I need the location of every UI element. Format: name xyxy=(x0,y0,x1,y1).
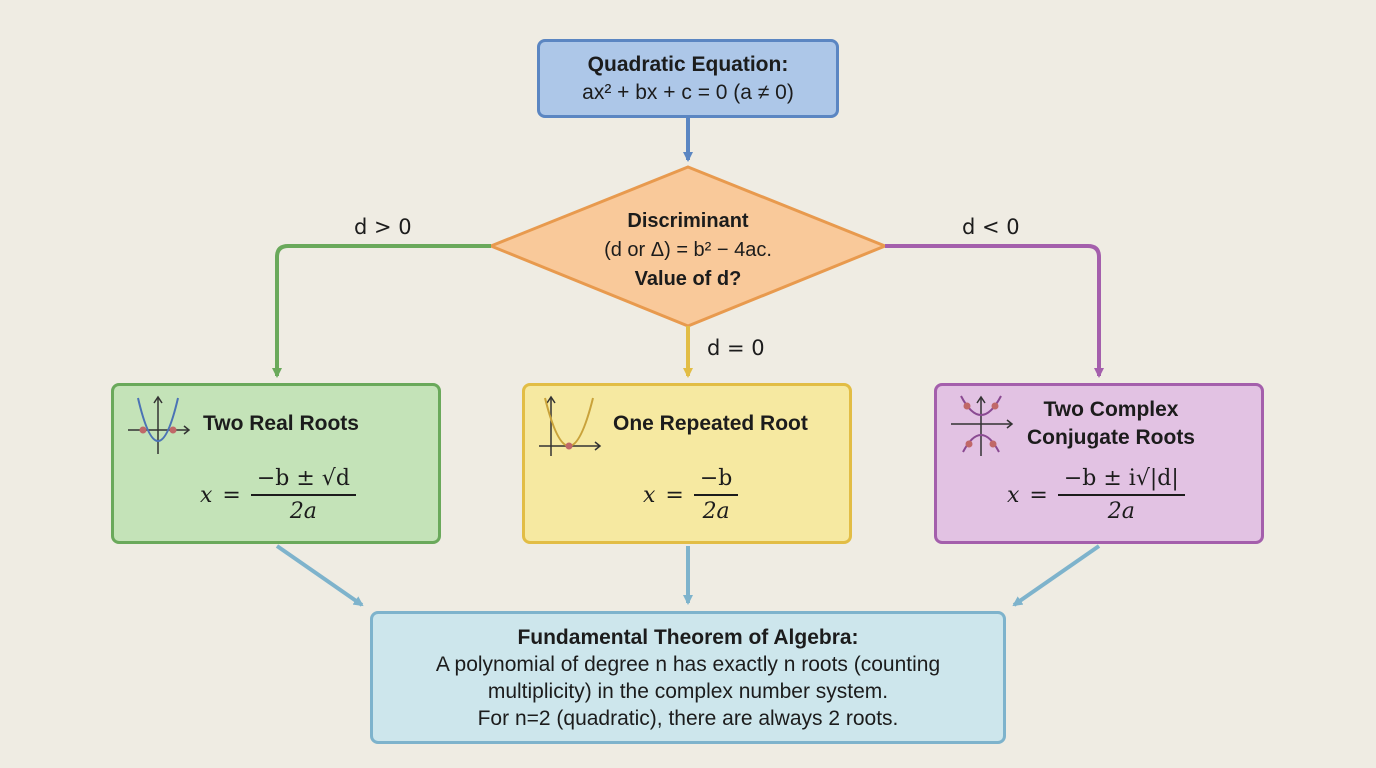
label-positive: d > 0 xyxy=(354,215,412,239)
case-repeated-title: One Repeated Root xyxy=(613,412,808,435)
formula-repeated: x = −b 2a xyxy=(643,466,739,524)
conclusion-title: Fundamental Theorem of Algebra: xyxy=(517,625,859,649)
case-two-real-roots: Two Real Roots x = −b ± √d 2a xyxy=(111,383,441,544)
decision-line-1: Discriminant xyxy=(627,209,749,232)
case-real-title: Two Real Roots xyxy=(203,412,359,435)
case-complex-title: Two Complex Conjugate Roots xyxy=(1001,396,1221,452)
label-zero: d = 0 xyxy=(707,336,765,360)
formula-real-numerator: −b ± √d xyxy=(256,466,350,491)
formula-repeated-numerator: −b xyxy=(699,466,733,491)
parabola-two-roots-icon xyxy=(128,395,191,454)
decision-line-2: (d or Δ) = b² − 4ac. xyxy=(604,238,772,261)
start-equation: ax² + bx + c = 0 (a ≠ 0) xyxy=(582,80,794,104)
formula-complex-equals: = xyxy=(1029,482,1048,508)
conclusion-line-1: A polynomial of degree n has exactly n r… xyxy=(435,652,941,676)
formula-complex-lhs: x xyxy=(1007,482,1020,508)
arrow-complex-to-conclusion xyxy=(1012,544,1101,607)
start-title: Quadratic Equation: xyxy=(587,52,789,76)
decision-line-3: Value of d? xyxy=(634,267,742,290)
formula-complex-fraction: −b ± i√|d| 2a xyxy=(1057,466,1185,524)
formula-real-fraction: −b ± √d 2a xyxy=(250,466,356,524)
arrow-real-to-conclusion xyxy=(275,544,364,607)
arrow-positive-branch xyxy=(272,244,491,378)
formula-complex: x = −b ± i√|d| 2a xyxy=(1007,466,1185,524)
formula-complex-denominator: 2a xyxy=(1107,499,1135,524)
conclusion-node: Fundamental Theorem of Algebra: A polyno… xyxy=(370,611,1006,744)
formula-complex-numerator: −b ± i√|d| xyxy=(1063,466,1179,491)
fraction-bar xyxy=(250,494,356,496)
conclusion-line-3: For n=2 (quadratic), there are always 2 … xyxy=(477,706,899,730)
formula-repeated-equals: = xyxy=(665,482,684,508)
formula-real-equals: = xyxy=(222,482,241,508)
parabola-one-root-icon xyxy=(539,395,602,456)
decision-text: Discriminant (d or Δ) = b² − 4ac. Value … xyxy=(530,200,846,300)
conclusion-line-2: multiplicity) in the complex number syst… xyxy=(487,679,889,703)
formula-real-denominator: 2a xyxy=(289,499,317,524)
formula-real-lhs: x xyxy=(200,482,213,508)
formula-repeated-fraction: −b 2a xyxy=(693,466,739,524)
parabola-no-real-roots-icon xyxy=(951,395,1014,456)
formula-repeated-lhs: x xyxy=(643,482,656,508)
fraction-bar xyxy=(1057,494,1185,496)
start-node: Quadratic Equation: ax² + bx + c = 0 (a … xyxy=(537,39,839,118)
formula-real: x = −b ± √d 2a xyxy=(200,466,356,524)
case-complex-title-line-2: Conjugate Roots xyxy=(1027,426,1195,449)
case-complex-title-line-1: Two Complex xyxy=(1043,398,1179,421)
label-negative: d < 0 xyxy=(962,215,1020,239)
case-one-repeated-root: One Repeated Root x = −b 2a xyxy=(522,383,852,544)
fraction-bar xyxy=(693,494,739,496)
formula-repeated-denominator: 2a xyxy=(702,499,730,524)
case-two-complex-roots: Two Complex Conjugate Roots x = −b ± i√|… xyxy=(934,383,1264,544)
arrow-negative-branch xyxy=(885,244,1104,378)
